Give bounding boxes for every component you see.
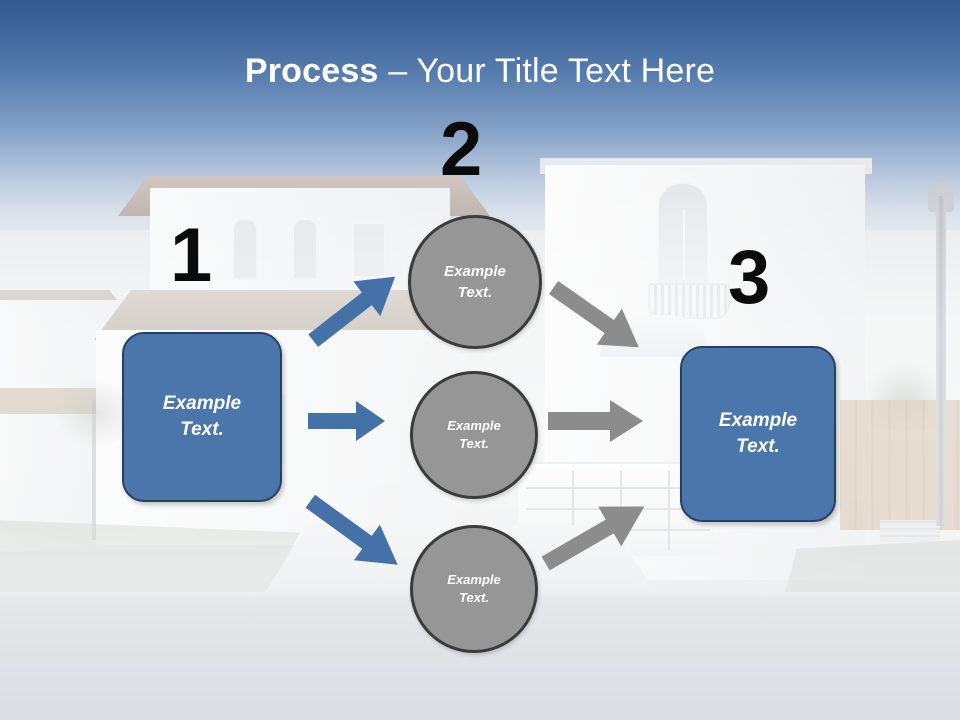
box-left-line1: Example: [162, 393, 242, 415]
step-number-2: 2: [440, 107, 483, 192]
blue-arrow-down-icon[interactable]: [296, 494, 412, 570]
step-number-3: 3: [728, 235, 771, 320]
box-left-line2: Text.: [180, 419, 224, 440]
gray-arrow-right-icon[interactable]: [548, 400, 644, 442]
gray-arrow-up-icon[interactable]: [534, 498, 656, 572]
window-upper-c: [352, 222, 386, 278]
process-box-left[interactable]: Example Text.: [122, 332, 282, 502]
title-separator: –: [378, 52, 417, 90]
circle-middle-line1: Example: [447, 417, 501, 433]
porch: [0, 388, 96, 414]
arched-window: [657, 182, 709, 286]
process-box-right[interactable]: Example Text.: [680, 346, 836, 522]
slide-title: Process – Your Title Text Here: [0, 52, 960, 91]
circle-bottom-line1: Example: [447, 571, 501, 587]
window-upper-a: [232, 218, 258, 280]
entry-steps: [880, 520, 940, 542]
circle-top-line1: Example: [444, 263, 506, 280]
title-light: Your Title Text Here: [416, 52, 716, 90]
window-upper-b: [292, 218, 318, 280]
circle-bottom-line2: Text.: [459, 590, 489, 605]
balcony-railing: [648, 283, 730, 319]
blue-arrow-up-icon[interactable]: [300, 272, 410, 347]
process-circle-bottom[interactable]: Example Text.: [410, 525, 538, 653]
process-circle-top[interactable]: Example Text.: [408, 215, 542, 349]
circle-top-line2: Text.: [457, 284, 493, 301]
title-strong: Process: [244, 52, 379, 90]
process-circle-middle[interactable]: Example Text.: [410, 371, 538, 499]
gray-arrow-down-icon[interactable]: [542, 281, 652, 354]
box-right-line1: Example: [718, 410, 798, 432]
tree-trunk: [92, 400, 96, 540]
box-right-line2: Text.: [736, 436, 780, 457]
blue-arrow-right-icon[interactable]: [308, 400, 386, 442]
lamp-post: [936, 196, 946, 526]
circle-middle-line2: Text.: [459, 436, 489, 451]
step-number-1: 1: [170, 213, 213, 298]
